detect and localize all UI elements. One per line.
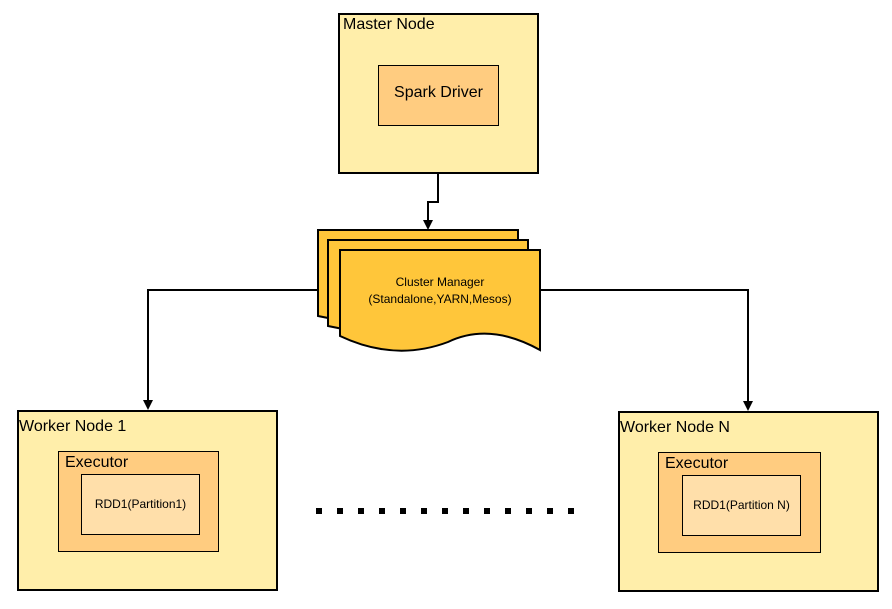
edge-master-to-cluster-manager bbox=[423, 174, 439, 230]
worker-node-1-partition: RDD1(Partition1) bbox=[81, 474, 200, 535]
worker-node-1: Worker Node 1 Executor RDD1(Partition1) bbox=[17, 410, 278, 591]
worker-node-1-executor: Executor RDD1(Partition1) bbox=[58, 451, 219, 552]
worker-node-1-partition-label: RDD1(Partition1) bbox=[94, 497, 187, 511]
master-node-title: Master Node bbox=[343, 16, 435, 33]
worker-node-n-partition: RDD1(Partition N) bbox=[682, 475, 801, 536]
worker-node-n-executor: Executor RDD1(Partition N) bbox=[658, 452, 821, 553]
worker-node-1-executor-label: Executor bbox=[65, 454, 129, 471]
worker-node-1-title: Worker Node 1 bbox=[19, 418, 127, 435]
ellipsis-dots bbox=[316, 508, 574, 514]
cluster-manager-label: Cluster Manager (Standalone,YARN,Mesos) bbox=[340, 274, 540, 308]
worker-node-n: Worker Node N Executor RDD1(Partition N) bbox=[618, 411, 879, 592]
cluster-manager-title: Cluster Manager bbox=[395, 275, 485, 289]
edge-cluster-manager-to-workerN bbox=[540, 289, 753, 411]
worker-node-n-executor-label: Executor bbox=[665, 455, 729, 472]
edge-cluster-manager-to-worker1 bbox=[143, 289, 318, 410]
master-node: Master Node Spark Driver bbox=[338, 13, 539, 174]
worker-node-n-partition-label: RDD1(Partition N) bbox=[693, 498, 790, 512]
cluster-manager-subtitle: (Standalone,YARN,Mesos) bbox=[368, 292, 512, 306]
cluster-manager-shape bbox=[317, 229, 541, 352]
spark-driver: Spark Driver bbox=[378, 65, 499, 126]
worker-node-n-title: Worker Node N bbox=[620, 419, 730, 436]
spark-driver-label: Spark Driver bbox=[394, 84, 483, 101]
